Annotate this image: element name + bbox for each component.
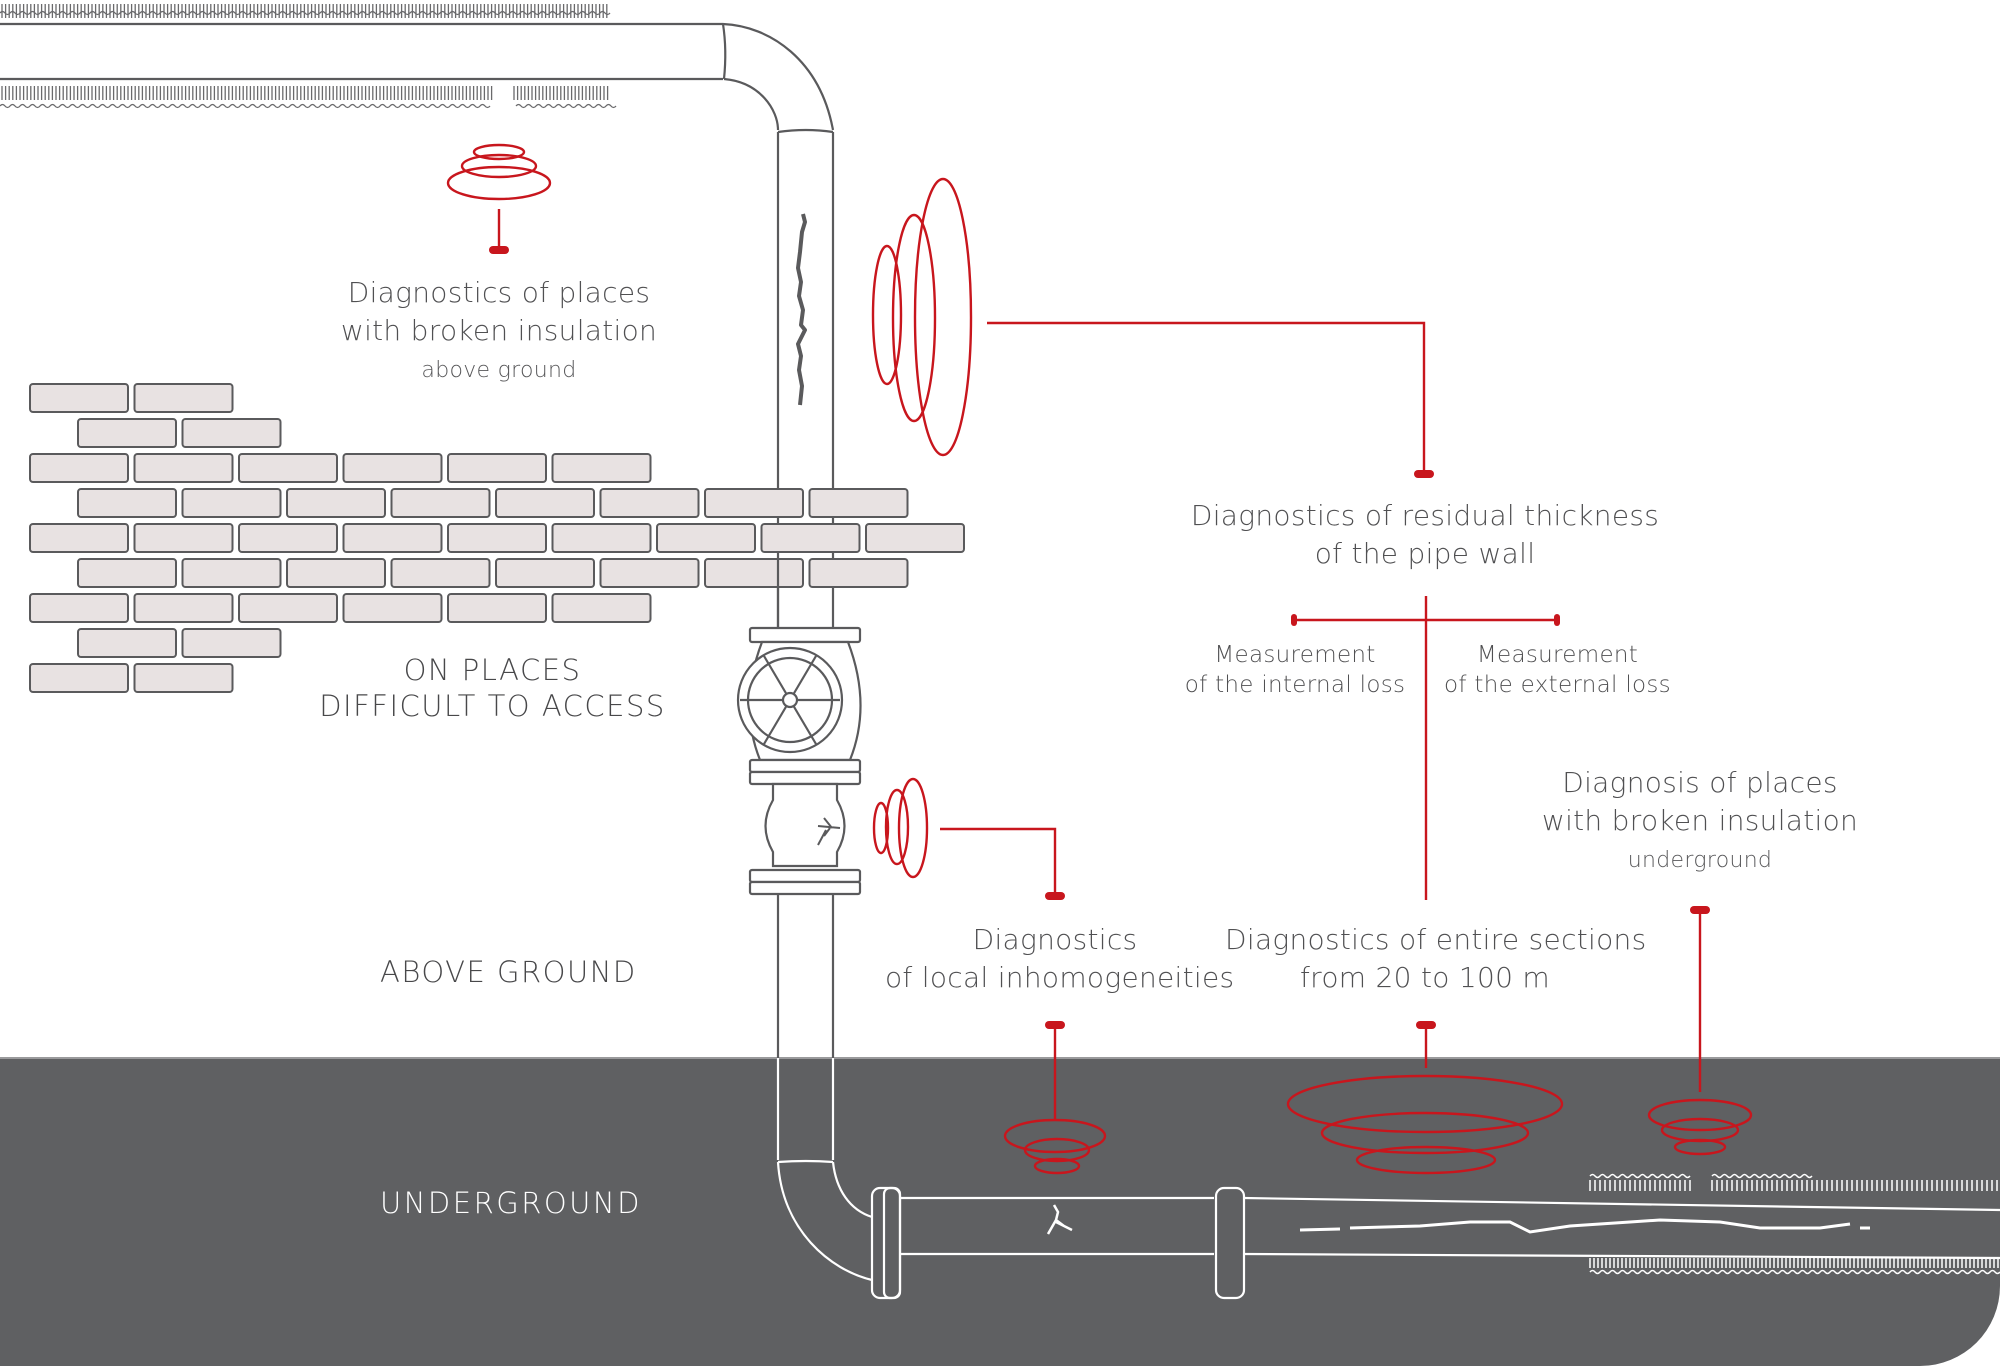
callout-subtitle: underground [1627,848,1773,873]
brick [181,558,282,588]
signal-waves-icon [446,143,552,201]
callout-title-line2: with broken insulation [1541,804,1859,837]
red-annotations [446,143,1753,1175]
brick [865,523,965,553]
brick [29,523,129,553]
signal-waves-icon [1647,1098,1753,1156]
callout-title-line1: Measurement [1214,642,1376,668]
callout-external-loss: Measurement of the external loss [1440,640,1675,700]
callout-title-line2: of the external loss [1444,672,1671,698]
brick [238,453,338,483]
brick [390,488,491,518]
callout-local-inhomogeneities: Diagnostics of local inhomogeneities [885,921,1235,997]
callout-title-line1: Diagnostics of entire sections [1225,923,1647,956]
brick [342,593,443,623]
zone-label-difficult-access: ON PLACES DIFFICULT TO ACCESS [300,652,685,724]
brick [77,418,177,448]
brick [133,453,234,483]
pipe-crack-icon [796,213,807,406]
top-insulation [0,4,617,109]
brick [760,523,861,553]
brick [704,558,804,588]
callout-title-line1: Diagnostics of residual thickness [1190,499,1660,532]
callout-insulation-under: Diagnosis of places with broken insulati… [1540,764,1860,880]
callout-entire-sections: Diagnostics of entire sections from 20 t… [1225,921,1647,997]
brick-wall-icon [29,383,965,693]
callout-internal-loss: Measurement of the internal loss [1180,640,1410,700]
zone-label-line2: DIFFICULT TO ACCESS [319,689,666,723]
brick [77,488,177,518]
callout-subtitle: above ground [421,358,577,383]
signal-waves-icon [872,777,929,879]
underground-area [0,1058,2000,1366]
pipe-underground [776,1058,2000,1300]
brick [656,523,756,553]
brick [29,593,129,623]
signal-waves-icon [1003,1118,1107,1175]
brick [286,488,386,518]
callout-title-line2: from 20 to 100 m [1299,961,1551,994]
callout-title-line2: of local inhomogeneities [885,961,1235,994]
callout-title-line2: of the pipe wall [1314,537,1536,570]
brick [133,383,234,413]
brick [181,628,282,658]
callout-title-line1: Diagnostics of places [347,276,651,309]
brick [133,663,234,693]
zone-label-underground: UNDERGROUND [380,1186,642,1220]
brick [808,558,909,588]
brick [599,488,700,518]
brick [495,558,595,588]
valve [736,560,862,1150]
brick [181,488,282,518]
brick [133,523,234,553]
brick [447,523,547,553]
brick [704,488,804,518]
brick [447,453,547,483]
leader-caps [489,246,1710,1029]
callout-title-line1: Measurement [1476,642,1639,668]
brick [551,453,652,483]
brick [238,593,338,623]
callout-title-line1: Diagnosis of places [1562,766,1838,799]
brick [29,383,129,413]
signal-waves-icon [1286,1074,1564,1175]
brick [599,558,700,588]
brick [133,593,234,623]
callout-insulation-above: Diagnostics of places with broken insula… [300,274,698,390]
brick [181,418,282,448]
callout-title-line2: of the internal loss [1184,672,1406,698]
brick [551,523,652,553]
brick [342,523,443,553]
zone-label-above-ground: ABOVE GROUND [380,955,637,989]
brick [390,558,491,588]
signal-waves-icon [871,177,973,457]
brick [77,558,177,588]
brick [286,558,386,588]
valve-wheel-icon [736,646,844,754]
brick [29,663,129,693]
brick [495,488,595,518]
brick [29,453,129,483]
zone-label-line1: ON PLACES [403,653,582,687]
brick [447,593,547,623]
brick [77,628,177,658]
callout-residual-thickness: Diagnostics of residual thickness of the… [1160,497,1690,573]
underground-insulation [1589,1173,2000,1275]
brick [342,453,443,483]
brick [551,593,652,623]
brick [238,523,338,553]
brick [808,488,909,518]
callout-title-line1: Diagnostics [972,923,1138,956]
callout-title-line2: with broken insulation [340,314,658,347]
